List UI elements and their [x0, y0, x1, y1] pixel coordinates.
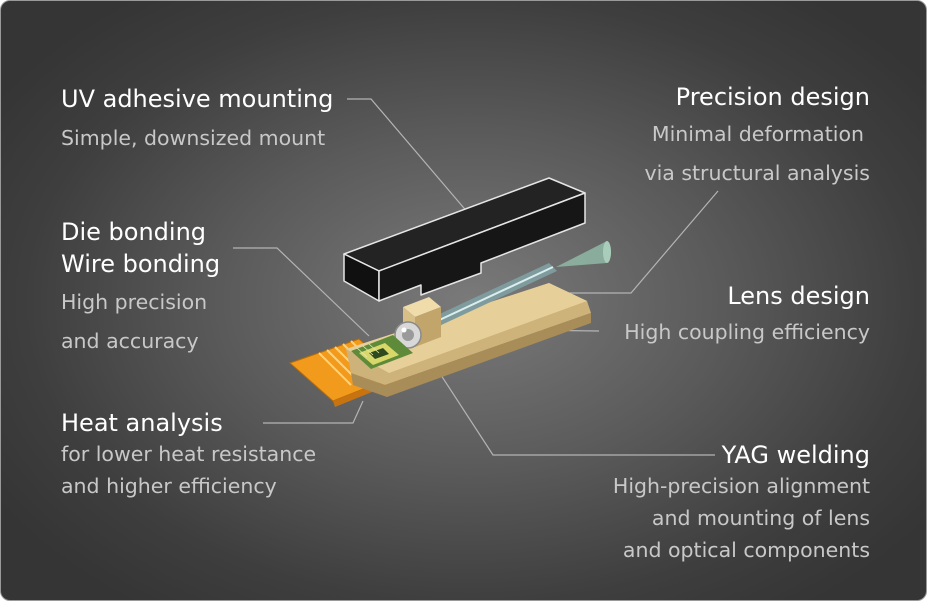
heat-desc-line-2: and higher efficiency: [61, 474, 277, 498]
bonding-title-line-2: Wire bonding: [61, 250, 221, 278]
uv-title: UV adhesive mounting: [61, 85, 334, 113]
bonding-desc-line-2: and accuracy: [61, 329, 199, 353]
uv-desc: Simple, downsized mount: [61, 126, 326, 150]
precision-desc-line-2: via structural analysis: [644, 161, 870, 185]
precision-desc-line-1: Minimal deformation: [651, 122, 864, 146]
leader-bonding: [233, 247, 370, 337]
bonding-desc-line-1: High precision: [61, 290, 208, 314]
heat-title: Heat analysis: [61, 409, 223, 437]
yag-title: YAG welding: [721, 441, 870, 469]
bonding-title-line-1: Die bonding: [61, 218, 207, 246]
yag-desc-line-1: High-precision alignment: [612, 474, 870, 498]
yag-desc-line-3: and optical components: [622, 538, 870, 562]
yag-desc-line-2: and mounting of lens: [651, 506, 870, 530]
leader-precision: [566, 190, 719, 294]
fiber-cone: [556, 241, 611, 267]
lens-desc: High coupling efficiency: [624, 320, 870, 344]
black-cover: [343, 177, 586, 302]
leader-uv: [347, 98, 470, 215]
heat-desc-line-1: for lower heat resistance: [61, 442, 317, 466]
package-housing: [346, 263, 591, 397]
leader-heat: [263, 400, 364, 424]
lens-title: Lens design: [727, 282, 870, 310]
precision-title: Precision design: [675, 83, 870, 111]
